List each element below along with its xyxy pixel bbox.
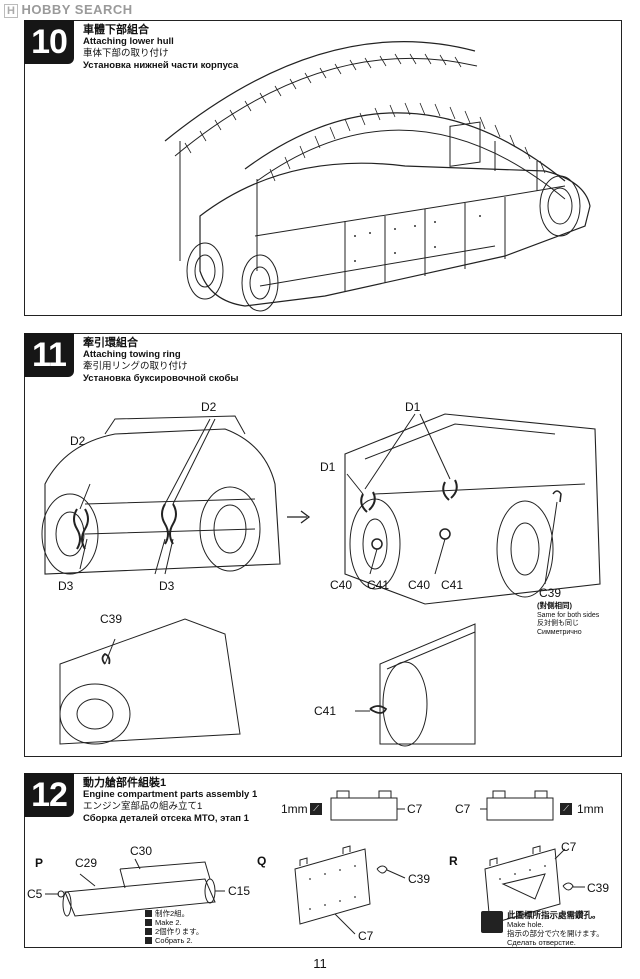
label-d3-left: D3 xyxy=(58,579,74,593)
label-c7-top-right: C7 xyxy=(455,802,471,816)
label-c5: C5 xyxy=(27,887,43,901)
make-note-ru: Собрать 2. xyxy=(155,936,193,945)
title-ja: 牽引用リングの取り付け xyxy=(83,361,188,372)
drill-hole-note: 此圖標所指示處需鑽孔。 Make hole. 指示の部分で穴を開けます。 Сде… xyxy=(507,910,604,948)
step-number: 12 xyxy=(24,773,74,817)
title-zh: 動力艙部件組裝1 xyxy=(83,777,167,789)
engine-compartment-drawing xyxy=(45,790,585,935)
make-note-ja: 2個作ります。 xyxy=(155,927,204,936)
lower-hull-drawing xyxy=(164,41,591,312)
step-titles: 車體下部組合 Attaching lower hull 車体下部の取り付け Ус… xyxy=(83,24,238,72)
note-ja: 反対側も同じ xyxy=(537,620,579,627)
watermark-text: HOBBY SEARCH xyxy=(21,2,133,17)
symmetry-note: (對側相同) Same for both sides 反対側も同じ Симмет… xyxy=(537,601,600,637)
title-en: Attaching towing ring xyxy=(83,349,181,360)
step-titles: 牽引環組合 Attaching towing ring 牽引用リングの取り付け … xyxy=(83,337,239,385)
step-10-panel: 10 車體下部組合 Attaching lower hull 車体下部の取り付け… xyxy=(24,20,622,316)
thickness-right: 1mm xyxy=(577,802,604,816)
label-d1-top: D1 xyxy=(405,400,421,414)
label-c7-top-left: C7 xyxy=(407,802,423,816)
hole-note-ru: Сделать отверстие. xyxy=(507,938,576,947)
label-c39-right: C39 xyxy=(539,586,562,600)
label-c40-a: C40 xyxy=(330,578,353,592)
label-c41-detail: C41 xyxy=(314,704,337,718)
page-number: 11 xyxy=(313,956,327,971)
label-d2-top: D2 xyxy=(201,400,217,414)
title-zh: 車體下部組合 xyxy=(83,24,149,36)
title-ru: Установка буксировочной скобы xyxy=(83,373,239,384)
make-two-note: 制作2組。 Make 2. 2個作ります。 Собрать 2. xyxy=(145,909,203,945)
hole-note-zh: 此圖標所指示處需鑽孔。 xyxy=(507,910,601,920)
label-c41-a: C41 xyxy=(367,578,390,592)
title-ru: Установка нижней части корпуса xyxy=(83,60,239,71)
label-c41-b: C41 xyxy=(441,578,464,592)
thickness-left: 1mm xyxy=(281,802,308,816)
make-note-en: Make 2. xyxy=(155,918,182,927)
title-en: Engine compartment parts assembly 1 xyxy=(83,789,258,800)
note-bullet-icon xyxy=(145,919,152,926)
hole-note-ja: 指示の部分で穴を開けます。 xyxy=(507,929,604,938)
title-ja: エンジン室部品の組み立て1 xyxy=(83,801,203,812)
sub-label-p: P xyxy=(35,856,44,870)
label-d1-left: D1 xyxy=(320,460,336,474)
note-ru: Симметрично xyxy=(537,628,582,636)
label-c40-b: C40 xyxy=(408,578,431,592)
towing-ring-drawing xyxy=(41,413,601,747)
drill-hole-icon xyxy=(481,911,503,933)
label-c39-q: C39 xyxy=(408,872,431,886)
slash-thickness-icon: ⟋ xyxy=(310,803,322,815)
step-number: 11 xyxy=(24,333,74,377)
label-c7-r: C7 xyxy=(561,840,577,854)
label-d3-right: D3 xyxy=(159,579,175,593)
label-c30: C30 xyxy=(130,844,153,858)
watermark-logo: H xyxy=(4,4,19,18)
note-title: (對側相同) xyxy=(537,601,572,610)
make-note-zh: 制作2組。 xyxy=(155,909,190,918)
label-c7-q: C7 xyxy=(358,929,374,943)
label-d2-left: D2 xyxy=(70,434,86,448)
title-ja: 車体下部の取り付け xyxy=(83,48,169,59)
label-c39-left: C39 xyxy=(100,612,123,626)
sub-label-q: Q xyxy=(257,854,267,868)
hole-note-en: Make hole. xyxy=(507,920,544,929)
label-c15: C15 xyxy=(228,884,251,898)
title-en: Attaching lower hull xyxy=(83,36,174,47)
step-titles: 動力艙部件組裝1 Engine compartment parts assemb… xyxy=(83,777,257,825)
slash-thickness-icon: ⟋ xyxy=(560,803,572,815)
label-c29: C29 xyxy=(75,856,98,870)
step-12-panel: 12 動力艙部件組裝1 Engine compartment parts ass… xyxy=(24,773,622,948)
note-en: Same for both sides xyxy=(537,611,600,619)
note-bullet-icon xyxy=(145,937,152,944)
title-ru: Сборка деталей отсека МТО, этап 1 xyxy=(83,813,249,824)
note-bullet-icon xyxy=(145,910,152,917)
note-bullet-icon xyxy=(145,928,152,935)
title-zh: 牽引環組合 xyxy=(83,337,138,349)
sub-label-r: R xyxy=(449,854,458,868)
step-number: 10 xyxy=(24,20,74,64)
step-11-panel: 11 牽引環組合 Attaching towing ring 牽引用リングの取り… xyxy=(24,333,622,757)
label-c39-r: C39 xyxy=(587,881,610,895)
